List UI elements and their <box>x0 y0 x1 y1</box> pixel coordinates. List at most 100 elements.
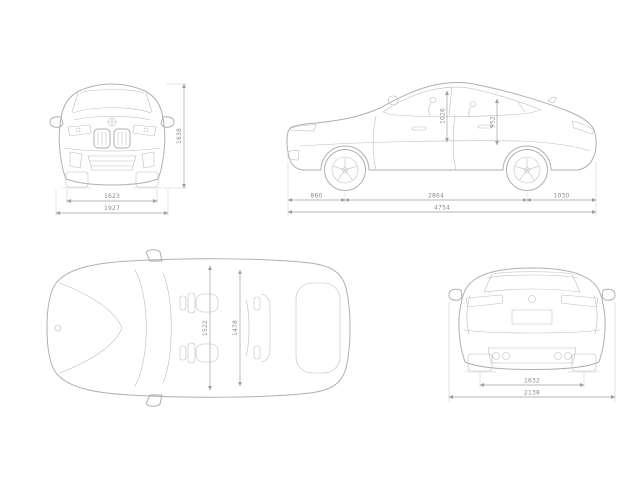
seat-back-driver <box>187 292 196 314</box>
front-seatback <box>428 102 432 117</box>
rear-door-line <box>452 114 457 171</box>
rear-track-label: 1632 <box>524 378 540 385</box>
overall-length-label: 4754 <box>434 205 450 212</box>
cabin-width-front-label: 1522 <box>202 320 209 336</box>
mirror-rear-left <box>448 288 463 301</box>
mirror-top-left <box>145 249 163 262</box>
roof-front-arc <box>162 272 172 384</box>
rear-headrest-right <box>253 345 261 360</box>
rear-headrest <box>469 101 477 107</box>
license-plate <box>511 309 553 325</box>
front-tire-right <box>135 171 159 188</box>
rear-bench-back <box>261 293 271 363</box>
grille-slats <box>97 131 127 146</box>
front-door-line <box>372 115 377 171</box>
headlight-right <box>132 124 157 137</box>
hood-creases-top <box>59 282 123 374</box>
front-body-outline <box>58 83 166 186</box>
rear-window-top <box>295 282 341 374</box>
headroom-rear-label: 952 <box>490 116 497 128</box>
drl-right <box>143 127 149 133</box>
overall-height-label: 1638 <box>176 128 183 144</box>
bumper-split-line <box>63 147 161 152</box>
top-view: 1522 1478 <box>46 249 351 407</box>
drl-left <box>75 127 81 133</box>
rear-tire-right <box>571 353 597 372</box>
quarter-window-line <box>517 101 526 113</box>
rear-wheel-spokes <box>515 157 539 180</box>
taillight-rear-right <box>560 294 599 308</box>
front-wheel-spokes <box>333 157 357 180</box>
kidney-grille-left <box>93 128 111 149</box>
side-view: 1026 952 860 2864 1030 4754 <box>286 82 597 216</box>
seat-back-passenger <box>187 342 196 364</box>
rear-headrest-left <box>253 296 261 311</box>
diffuser <box>487 347 577 364</box>
kidney-grille-right <box>113 128 131 149</box>
taillight-side <box>571 120 595 135</box>
rear-body-outline <box>458 267 606 370</box>
door-handle-front <box>411 126 427 131</box>
rear-tire-left <box>467 353 493 372</box>
exhaust-tip-4 <box>564 352 572 360</box>
mirror-right <box>160 116 175 128</box>
seat-headrest-passenger <box>179 345 187 361</box>
exhaust-tip-2 <box>502 352 510 360</box>
rear-window <box>483 271 581 293</box>
front-ext-lines <box>55 83 187 216</box>
cabin-width-rear-label: 1478 <box>232 320 239 336</box>
mirror-top-right <box>145 394 163 407</box>
spoiler-line <box>486 274 578 279</box>
front-intake-side <box>287 150 300 161</box>
side-ext-lines <box>287 162 597 216</box>
side-intake-left <box>69 151 83 169</box>
top-body-outline <box>46 258 351 398</box>
rear-ext-lines <box>448 302 616 402</box>
rear-wheel-rim <box>513 156 541 184</box>
front-roof-line <box>79 89 145 94</box>
center-intake <box>87 155 137 171</box>
front-view: 1623 1927 1638 <box>49 83 187 216</box>
rear-seatback <box>468 106 472 118</box>
headlight-left <box>67 124 92 137</box>
side-glasshouse <box>382 86 542 117</box>
front-track-label: 1623 <box>104 193 120 200</box>
mirror-rear-right <box>601 288 616 301</box>
wheelbase-label: 2864 <box>428 193 444 200</box>
seat-cushion-passenger <box>195 343 219 363</box>
door-handle-rear <box>477 124 493 129</box>
seat-cushion-driver <box>195 293 219 313</box>
headroom-front-label: 1026 <box>440 108 447 124</box>
b-pillar <box>448 86 453 116</box>
front-wheel-rim <box>331 156 359 184</box>
seat-headrest-driver <box>179 295 187 311</box>
front-tire-left <box>65 171 89 188</box>
exhaust-tip-1 <box>492 352 500 360</box>
front-a-pillars <box>71 92 153 113</box>
haunch-lines <box>466 295 598 335</box>
exhaust-tip-3 <box>554 352 562 360</box>
side-intake-right <box>141 151 155 169</box>
bmw-roundel-top <box>54 324 62 332</box>
taillight-rear-left <box>465 294 504 308</box>
antenna-fin <box>547 96 558 104</box>
front-overhang-label: 860 <box>310 193 322 200</box>
rear-wheel-tire <box>506 149 548 191</box>
front-hood-crease <box>73 115 151 121</box>
mirror-left <box>49 116 64 128</box>
character-line <box>299 140 591 152</box>
rear-bench-cushion <box>245 299 250 357</box>
rear-overhang-label: 1030 <box>553 193 569 200</box>
rear-view: 1632 2138 <box>448 267 616 402</box>
side-body-outline <box>286 82 597 171</box>
bmw-roundel-rear <box>528 295 536 303</box>
front-wheel-tire <box>324 149 366 191</box>
headlight-side <box>290 124 317 132</box>
windshield-base-arc <box>134 269 147 387</box>
rear-bumper-line <box>463 329 601 334</box>
width-mirrors-label: 2138 <box>524 390 540 397</box>
front-windshield-base <box>72 107 152 114</box>
mirror-side <box>387 95 399 106</box>
